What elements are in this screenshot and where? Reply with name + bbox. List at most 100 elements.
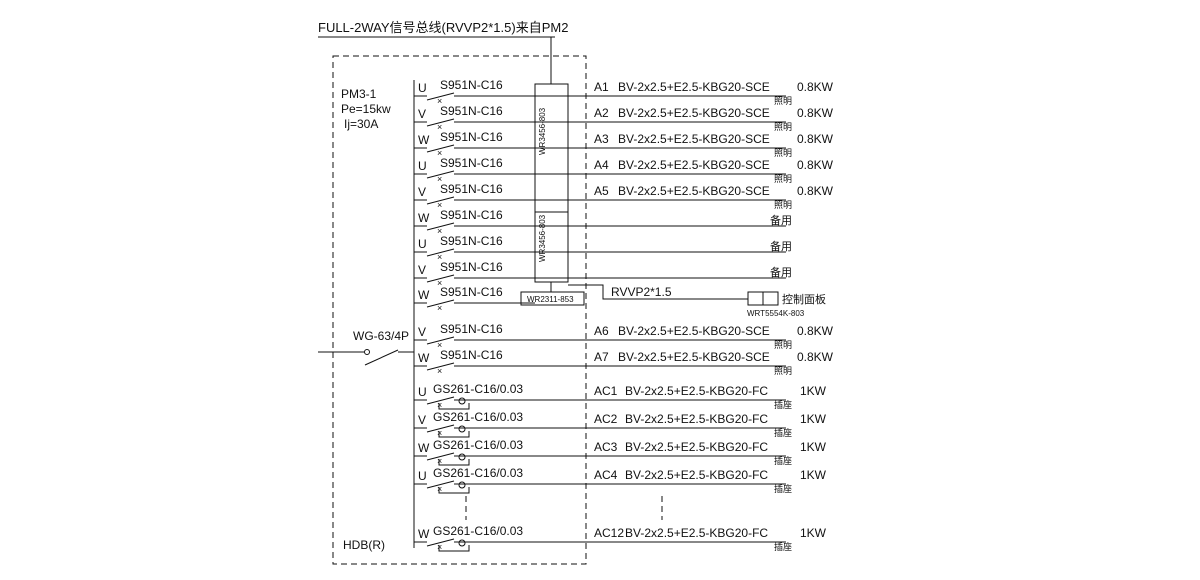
circuit-cable: BV-2x2.5+E2.5-KBG20-FC [625,526,768,540]
circuit-name: A6 [594,324,609,338]
circuit-phase: W [418,441,430,455]
control-panel-label: 控制面板 [782,292,826,306]
circuit-use: 插座 [774,427,792,438]
circuit-phase: V [418,107,426,121]
circuit-cable: BV-2x2.5+E2.5-KBG20-SCE [618,106,770,120]
circuit-breaker-label: S951N-C16 [440,182,503,196]
breaker-x-mark: × [437,484,442,494]
circuit-name: A7 [594,350,609,364]
circuit-name: AC2 [594,412,618,426]
circuit-phase: U [418,159,427,173]
breaker-x-mark: × [437,278,442,288]
circuit-cable: BV-2x2.5+E2.5-KBG20-FC [625,468,768,482]
circuit-cable: BV-2x2.5+E2.5-KBG20-SCE [618,184,770,198]
circuit-power: 0.8KW [797,350,834,364]
breaker-x-mark: × [437,428,442,438]
circuit-phase: V [418,325,426,339]
breaker-x-mark: × [437,252,442,262]
circuit-phase: V [418,413,426,427]
breaker-blade [426,396,455,405]
breaker-blade [426,144,455,153]
circuit-phase: U [418,237,427,251]
breaker-x-mark: × [437,200,442,210]
circuit-breaker-label: S951N-C16 [440,156,503,170]
rcd-sensor [458,425,466,433]
circuit-power: 1KW [800,468,827,482]
circuit-use: 照明 [774,340,792,350]
breaker-blade [426,222,455,231]
circuit-use: 照明 [774,200,792,210]
circuit-use: 插座 [774,399,792,410]
circuit-row: V GS261-C16/0.03 × AC2 BV-2x2.5+E2.5-KBG20-F… [414,410,827,438]
circuit-use: 插座 [774,455,792,466]
breaker-x-mark: × [437,303,442,313]
circuit-use: 备用 [770,265,792,279]
diagram-title: FULL-2WAY信号总线(RVVP2*1.5)来自PM2 [318,20,568,35]
circuit-name: A4 [594,158,609,172]
circuit-phase: W [418,351,430,365]
panel-power: Pe=15kw [341,102,391,116]
circuit-phase: V [418,185,426,199]
breaker-blade [426,118,455,127]
breaker-x-mark: × [437,174,442,184]
circuit-name: AC12 [594,526,624,540]
breaker-x-mark: × [437,122,442,132]
panel-current: Ij=30A [344,117,378,131]
circuit-breaker-label: S951N-C16 [440,78,503,92]
circuit-breaker-label: GS261-C16/0.03 [433,382,523,396]
breaker-x-mark: × [437,96,442,106]
breaker-x-mark: × [437,148,442,158]
circuit-cable: BV-2x2.5+E2.5-KBG20-FC [625,412,768,426]
rcd-sensor [458,481,466,489]
circuit-phase: W [418,133,430,147]
breaker-blade [426,362,455,371]
circuit-power: 0.8KW [797,132,834,146]
breaker-blade [426,92,455,101]
circuit-cable: BV-2x2.5+E2.5-KBG20-FC [625,440,768,454]
circuit-cable: BV-2x2.5+E2.5-KBG20-SCE [618,132,770,146]
main-switch-label: WG-63/4P [353,329,409,343]
circuit-use: 照明 [774,174,792,184]
breaker-blade [426,274,455,283]
panel-footer: HDB(R) [343,538,385,552]
breaker-blade [426,248,455,257]
circuit-use: 照明 [774,148,792,158]
breaker-blade [426,170,455,179]
circuit-name: A3 [594,132,609,146]
breaker-x-mark: × [437,340,442,350]
circuit-breaker-label: S951N-C16 [440,130,503,144]
circuit-power: 1KW [800,384,827,398]
breaker-blade [426,452,455,461]
circuit-use: 插座 [774,483,792,494]
rcd-trip-loop [438,487,470,494]
circuit-phase: U [418,469,427,483]
circuit-power: 0.8KW [797,80,834,94]
main-switch-contact [364,349,370,355]
circuit-breaker-label: GS261-C16/0.03 [433,410,523,424]
breaker-x-mark: × [437,456,442,466]
circuit-power: 1KW [800,412,827,426]
breaker-blade [426,424,455,433]
circuit-power: 0.8KW [797,106,834,120]
circuit-cable: BV-2x2.5+E2.5-KBG20-FC [625,384,768,398]
rcd-sensor [458,397,466,405]
circuit-name: A5 [594,184,609,198]
circuit-use: 插座 [774,541,792,552]
circuit-name: A1 [594,80,609,94]
circuit-phase: W [418,288,430,302]
circuit-breaker-label: S951N-C16 [440,322,503,336]
circuit-cable: BV-2x2.5+E2.5-KBG20-SCE [618,80,770,94]
rcd-trip-loop [438,459,470,466]
breaker-blade [426,299,455,308]
circuit-breaker-label: GS261-C16/0.03 [433,466,523,480]
circuit-name: A2 [594,106,609,120]
